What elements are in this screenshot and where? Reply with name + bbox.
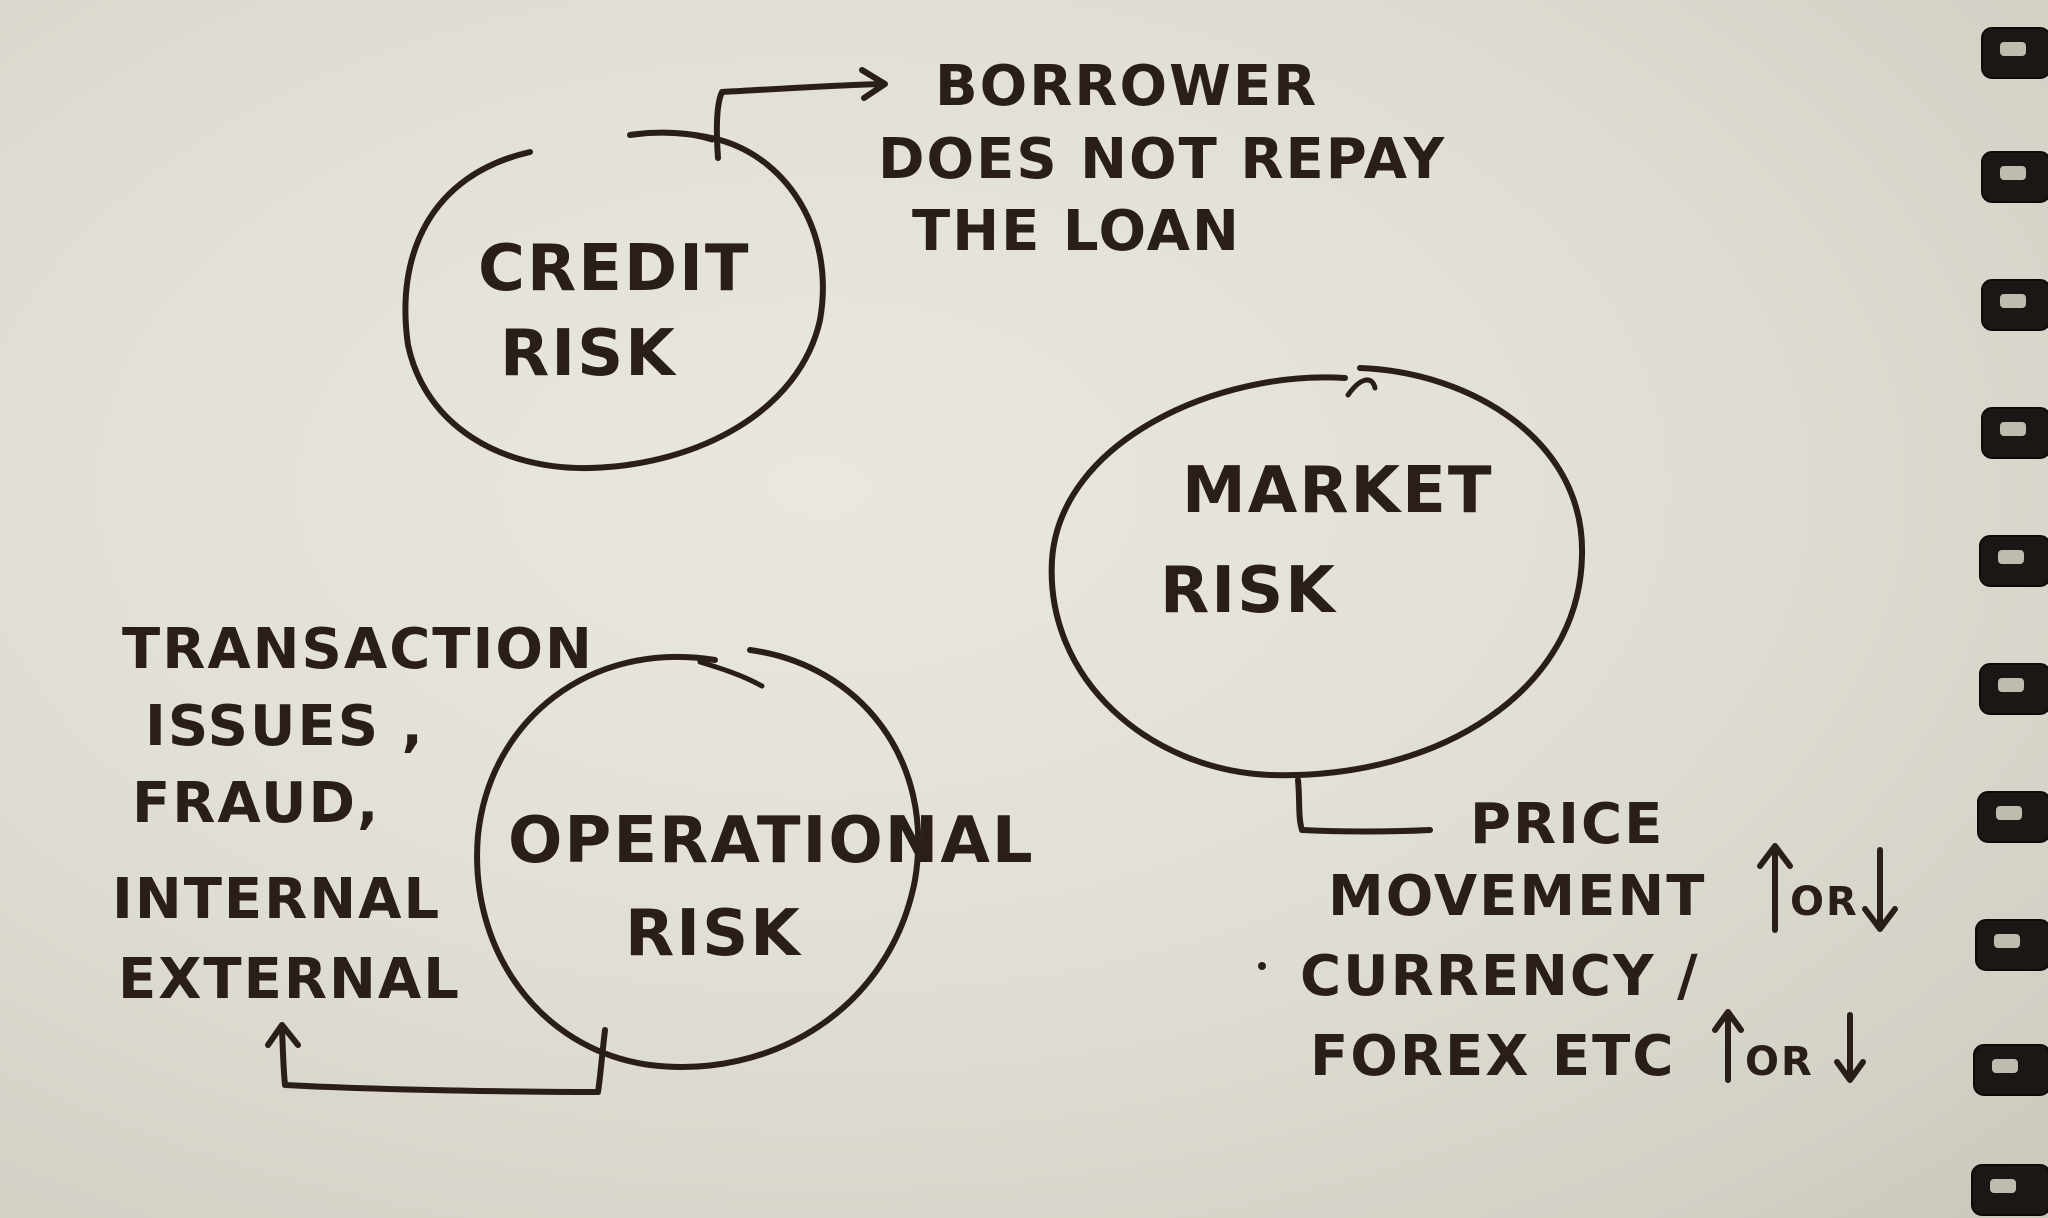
operational-risk-node: OPERATIONAL RISK: [474, 647, 1035, 1070]
market-risk-title-line2: RISK: [1160, 554, 1337, 628]
market-risk-circle-tail: [1345, 377, 1378, 398]
market-risk-circle: [1048, 365, 1586, 779]
market-risk-note: PRICE MOVEMENT OR CURRENCY / FOREX ETC O…: [1258, 792, 1898, 1089]
spiral-coil: [1981, 279, 2048, 331]
credit-risk-circle: [402, 129, 826, 472]
operational-note-line1: TRANSACTION: [122, 617, 594, 682]
credit-risk-title-line1: CREDIT: [478, 232, 751, 306]
market-risk-title-line1: MARKET: [1182, 454, 1493, 528]
credit-risk-title-line2: RISK: [500, 317, 677, 391]
spiral-coil: [1981, 407, 2048, 459]
spiral-coil: [1975, 919, 2048, 971]
credit-risk-connector: [713, 67, 888, 161]
operational-risk-circle-tail: [697, 659, 765, 689]
credit-risk-circle-tail: [627, 130, 715, 143]
operational-risk-title-line2: RISK: [625, 897, 802, 971]
credit-note-line2: DOES NOT REPAY: [878, 127, 1446, 192]
operational-note-line4: INTERNAL: [112, 867, 441, 932]
operational-risk-circle: [474, 647, 922, 1070]
market-note-line2-or: OR: [1790, 879, 1859, 925]
arrow-up-icon: [265, 1022, 301, 1048]
market-risk-connector: [1295, 777, 1433, 835]
arrow-down-icon: [1862, 847, 1898, 932]
market-note-line2: MOVEMENT: [1328, 864, 1706, 929]
operational-note-line5: EXTERNAL: [118, 947, 461, 1012]
market-connector-line: [1295, 777, 1433, 835]
arrow-right-icon: [859, 67, 888, 101]
spiral-binding: [1971, 27, 2048, 1216]
operational-risk-connector: [265, 1022, 608, 1095]
market-note-line4: FOREX ETC: [1310, 1024, 1675, 1089]
operational-risk-note: TRANSACTION ISSUES , FRAUD, INTERNAL EXT…: [112, 617, 594, 1012]
market-note-line3: CURRENCY /: [1300, 944, 1700, 1009]
arrow-up-icon: [1712, 1009, 1744, 1083]
market-risk-node: MARKET RISK: [1048, 365, 1586, 779]
credit-risk-note: BORROWER DOES NOT REPAY THE LOAN: [878, 54, 1446, 264]
spiral-coil: [1981, 27, 2048, 79]
credit-connector-line: [713, 81, 883, 161]
spiral-coil: [1977, 791, 2048, 843]
operational-risk-title-line1: OPERATIONAL: [508, 804, 1035, 878]
spiral-coil: [1979, 663, 2048, 715]
credit-note-line1: BORROWER: [935, 54, 1318, 119]
spiral-coil: [1981, 151, 2048, 203]
market-note-line1: PRICE: [1470, 792, 1664, 857]
operational-connector-line: [279, 1027, 608, 1095]
spiral-coil: [1973, 1044, 2048, 1096]
spiral-coil: [1971, 1164, 2048, 1216]
arrow-up-icon: [1757, 843, 1793, 933]
market-note-line4-or: OR: [1745, 1039, 1814, 1085]
bullet-dot: [1258, 962, 1266, 970]
arrow-down-icon: [1834, 1012, 1866, 1083]
operational-note-line3: FRAUD,: [132, 771, 380, 836]
credit-note-line3: THE LOAN: [912, 199, 1241, 264]
operational-note-line2: ISSUES ,: [145, 694, 425, 759]
spiral-coil: [1979, 535, 2048, 587]
credit-risk-node: CREDIT RISK: [402, 129, 826, 472]
